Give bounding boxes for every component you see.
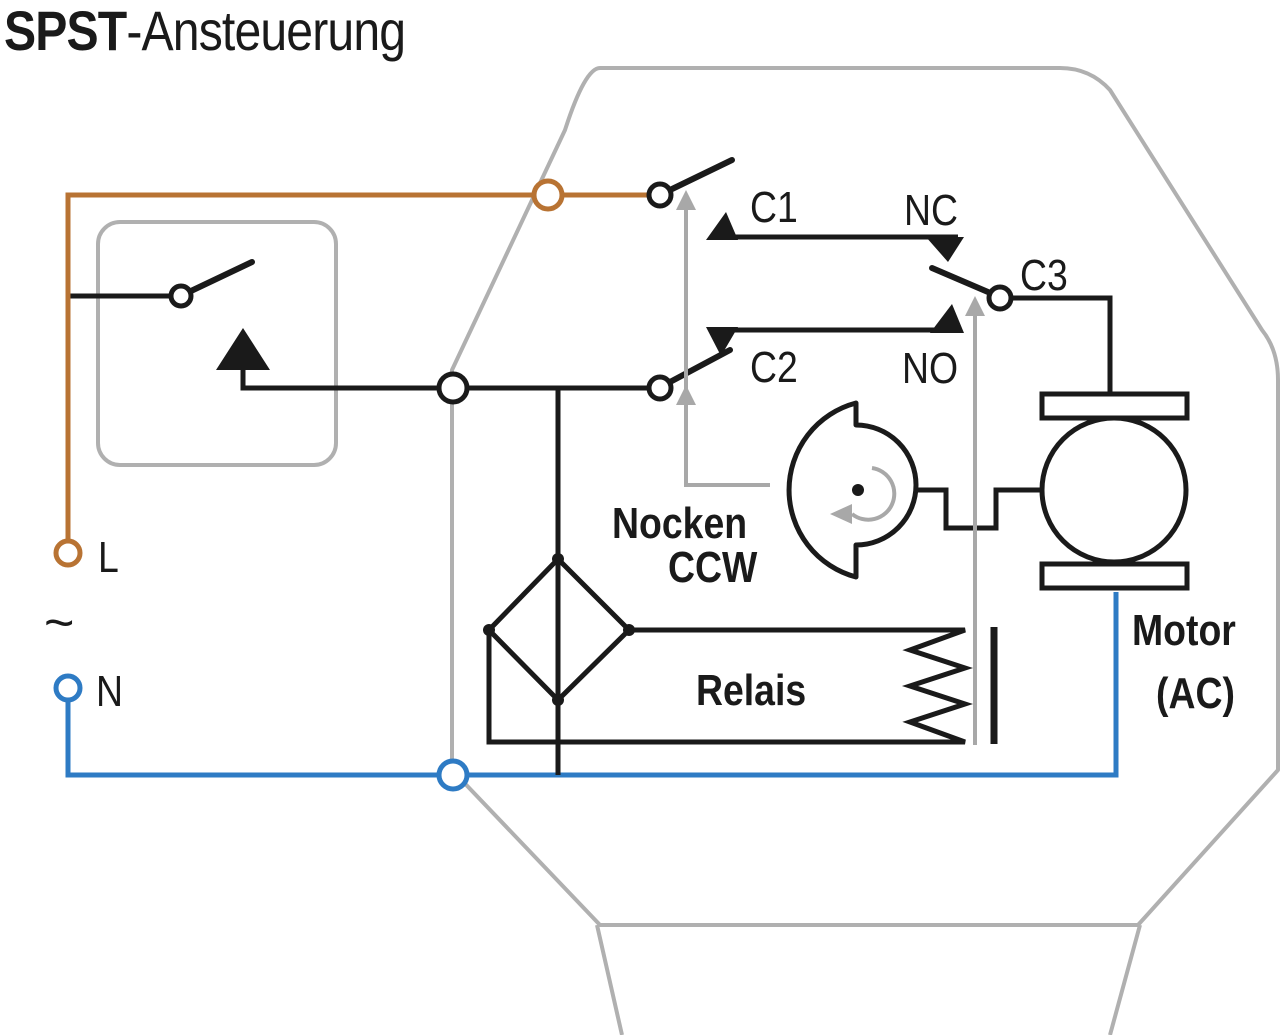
- neutral-wire: [65, 592, 1119, 778]
- label-no: NO: [902, 343, 958, 393]
- label-c2: C2: [750, 342, 798, 392]
- label-neutral: N: [96, 666, 123, 716]
- label-relay: Relais: [696, 665, 806, 715]
- nc-contact-triangle: [926, 237, 964, 262]
- live-junction: [531, 178, 565, 212]
- no-contact-triangle: [930, 304, 964, 333]
- ac-motor-icon: [1039, 391, 1190, 591]
- ac-symbol: ~: [44, 594, 74, 652]
- page-title: SPST-Ansteuerung: [4, 0, 406, 63]
- label-motor-line2: (AC): [1156, 668, 1235, 718]
- label-cam-line1: Nocken: [612, 498, 747, 548]
- label-c1: C1: [750, 182, 798, 232]
- label-nc: NC: [904, 185, 958, 235]
- neutral-junction: [436, 758, 470, 792]
- live-terminal: [53, 538, 83, 568]
- switch-contact-triangle: [216, 328, 270, 370]
- title-bold: SPST: [4, 0, 127, 62]
- switched-junction: [436, 371, 470, 405]
- junctions: [53, 178, 635, 792]
- switch-c1: [646, 157, 738, 240]
- cam-disc-icon: [786, 400, 919, 580]
- external-switch: [70, 220, 338, 467]
- title-rest: -Ansteuerung: [126, 0, 406, 62]
- neutral-terminal: [53, 673, 83, 703]
- switch-c3: [926, 237, 1014, 333]
- label-motor-line1: Motor: [1132, 605, 1236, 655]
- label-live: L: [98, 532, 119, 582]
- switch-c2: [646, 327, 738, 402]
- live-wire: [65, 192, 650, 542]
- actuator-housing: [450, 66, 1280, 1035]
- mechanical-links: [676, 190, 985, 745]
- label-c3: C3: [1020, 250, 1068, 300]
- label-cam-line2: CCW: [668, 542, 758, 592]
